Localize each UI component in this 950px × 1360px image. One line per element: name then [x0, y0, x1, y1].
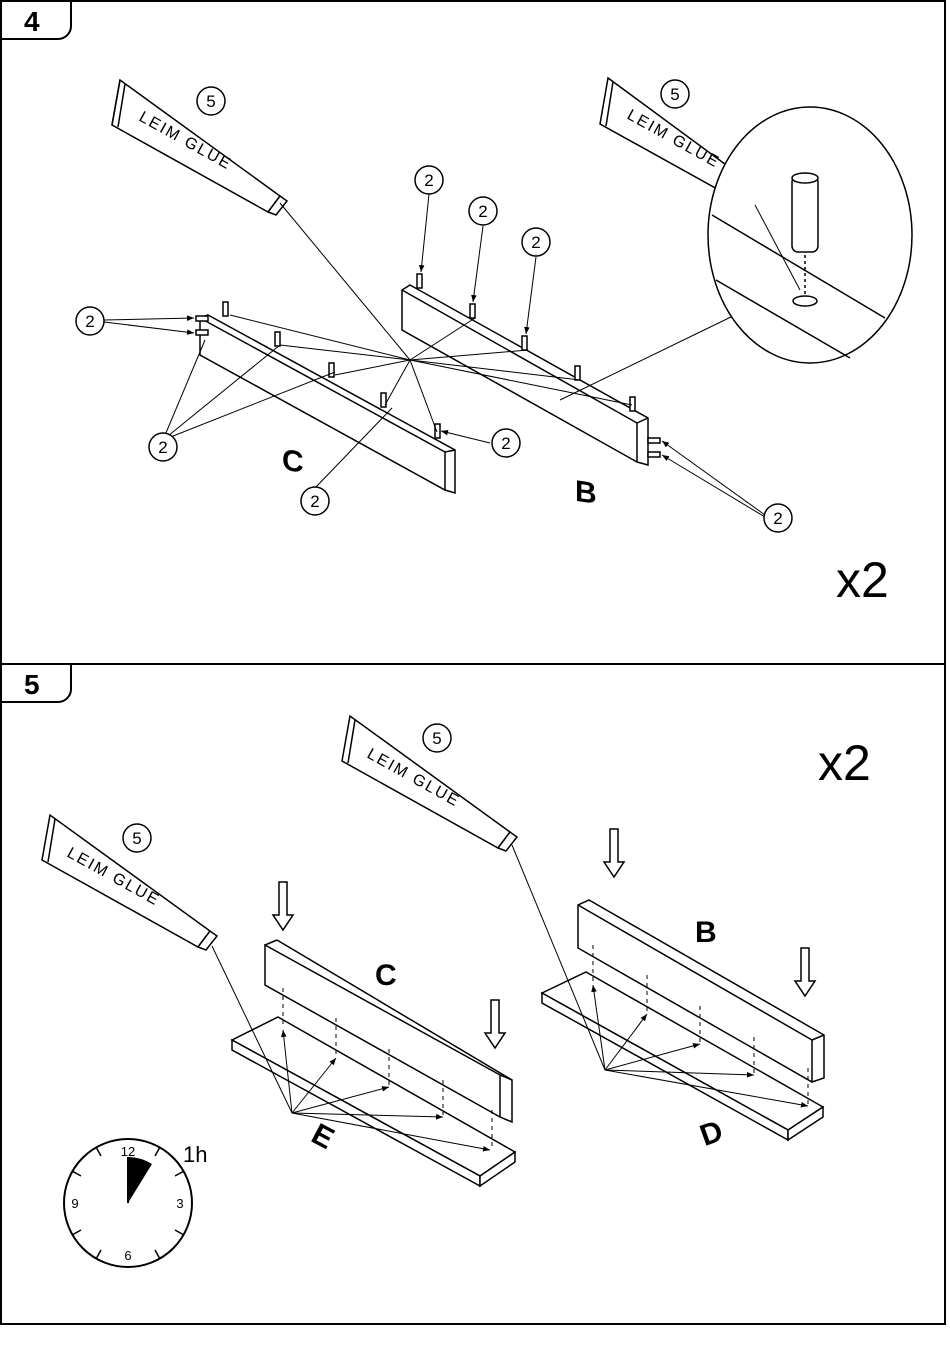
panel-b-5-label: B — [695, 916, 717, 949]
step-4-drawing: LEIM GLUE 5 LEIM GLUE 5 C B — [76, 78, 912, 608]
dowel-ref: 2 — [501, 434, 510, 453]
glue-ref-right: 5 — [670, 85, 679, 104]
magnified-detail — [708, 107, 912, 363]
panel-c-label: C — [282, 444, 304, 480]
panel-c-5-label: C — [375, 959, 397, 992]
step-5-multiplier: x2 — [818, 735, 871, 791]
clock-number-3: 3 — [176, 1196, 183, 1211]
dowel-ref: 2 — [158, 438, 167, 457]
dowel-ref: 2 — [310, 492, 319, 511]
step-5-drawing: LEIM GLUE 5 LEIM GLUE 5 E C — [42, 716, 871, 1267]
assembly-time: 1h — [183, 1142, 207, 1167]
glue-ref-5-center: 5 — [432, 729, 441, 748]
clock-number-12: 12 — [121, 1144, 135, 1159]
step-4-multiplier: x2 — [836, 552, 889, 608]
glue-ref-5-left: 5 — [132, 829, 141, 848]
panel-d-label: D — [696, 1114, 728, 1152]
dowel-ref: 2 — [531, 233, 540, 252]
dowel-ref: 2 — [424, 171, 433, 190]
panel-b-label: B — [575, 475, 597, 511]
panel-e-label: E — [306, 1117, 339, 1156]
dowel-ref: 2 — [85, 312, 94, 331]
dowel-ref: 2 — [773, 509, 782, 528]
glue-ref-left: 5 — [206, 92, 215, 111]
clock-number-6: 6 — [124, 1248, 131, 1263]
dowel-ref: 2 — [478, 202, 487, 221]
panel-c-drawing — [200, 315, 455, 493]
clock-number-9: 9 — [71, 1196, 78, 1211]
